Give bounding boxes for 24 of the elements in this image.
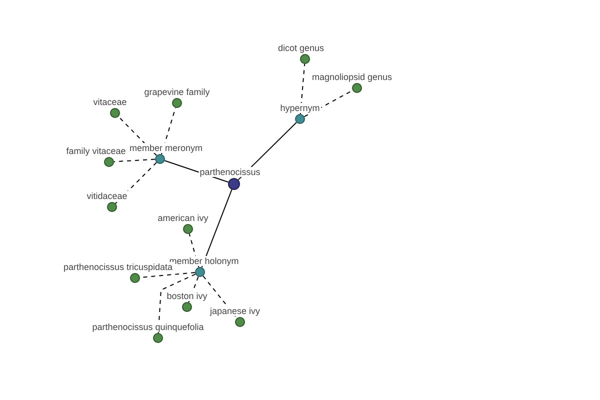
node-label: boston ivy xyxy=(166,291,208,301)
node-label: family vitaceae xyxy=(65,146,127,156)
dashed-connector xyxy=(161,107,176,155)
node-label: dicot genus xyxy=(276,43,326,53)
node-label: japanese ivy xyxy=(208,306,262,316)
node-label: parthenocissus xyxy=(198,167,262,177)
node-label: vitaceae xyxy=(92,97,128,107)
node-label: vitidaceae xyxy=(86,191,128,201)
connector-line xyxy=(201,189,232,268)
dashed-connector xyxy=(158,274,196,334)
dashed-connector xyxy=(202,275,238,319)
dashed-connector xyxy=(300,64,306,114)
node-label: grapevine family xyxy=(143,87,211,97)
node-label: member holonym xyxy=(168,256,240,266)
node-label: american ivy xyxy=(156,213,210,223)
node-label: parthenocissus tricuspidata xyxy=(62,262,174,272)
dashed-connector xyxy=(114,158,156,162)
node-label: parthenocissus quinquefolia xyxy=(91,322,205,332)
node-label: hypernym xyxy=(279,103,321,113)
dashed-connector xyxy=(115,162,157,204)
dashed-connector xyxy=(188,233,200,268)
dashed-connector xyxy=(118,116,157,156)
node-label: member meronym xyxy=(128,143,204,153)
node-label: magnoliopsid genus xyxy=(310,72,394,82)
